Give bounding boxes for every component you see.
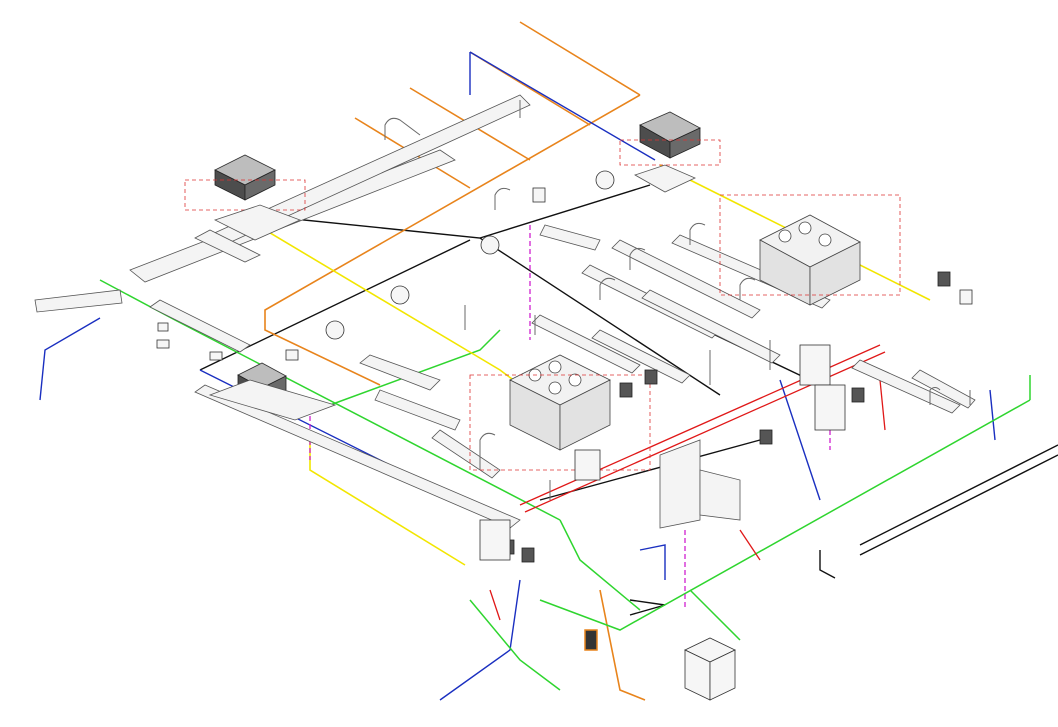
control-box xyxy=(532,187,546,203)
supply-duct xyxy=(374,389,461,431)
supports xyxy=(479,344,846,561)
pump-icon xyxy=(521,547,535,563)
exhaust-fan-icon xyxy=(390,285,410,305)
ahu-front xyxy=(669,127,701,159)
duct-support xyxy=(699,469,741,521)
chw-pipe xyxy=(439,579,521,701)
rtu-front xyxy=(559,379,611,451)
duct-support xyxy=(659,439,701,529)
hw-riser xyxy=(599,589,646,701)
rtu-clearance xyxy=(469,374,651,471)
chw-pipe xyxy=(639,544,666,580)
ahu-icon xyxy=(619,111,721,193)
exhaust-fan-icon xyxy=(595,170,615,190)
pump-icon xyxy=(644,369,658,385)
ref-pipe xyxy=(739,529,761,561)
rtu-front xyxy=(809,241,861,306)
duct-elbows xyxy=(384,100,971,500)
cd-pipe xyxy=(329,329,501,406)
elbow xyxy=(689,222,706,245)
cd-pipe xyxy=(689,589,741,641)
exhaust-fan-icon xyxy=(480,235,500,255)
fan-icon xyxy=(778,229,792,243)
cd-pipe xyxy=(99,279,561,521)
condensate-piping xyxy=(99,279,1031,691)
control-box xyxy=(285,349,299,361)
supply-duct xyxy=(591,329,691,384)
hw-pipe xyxy=(519,21,641,96)
ahu-base xyxy=(208,379,337,421)
ahu-base xyxy=(213,204,302,241)
roof-edge-line xyxy=(819,550,836,579)
ref-pipe xyxy=(489,589,501,621)
exhaust-fan-icon xyxy=(325,320,345,340)
supply-duct xyxy=(641,289,781,364)
fan-icon xyxy=(798,221,812,235)
control-box xyxy=(959,289,973,305)
elbow xyxy=(629,247,646,270)
chw-pipe xyxy=(779,379,821,501)
small-equipment xyxy=(156,187,973,651)
chw-pipe xyxy=(39,317,101,401)
ahu-front xyxy=(244,169,276,201)
tank-icon xyxy=(684,637,736,701)
ahu-base xyxy=(634,164,696,193)
equipment-curb xyxy=(574,449,601,481)
supply-duct xyxy=(149,299,251,353)
elbow xyxy=(929,387,941,405)
elbow xyxy=(384,117,421,140)
roof-edge-line xyxy=(479,184,651,239)
supply-duct xyxy=(359,354,441,391)
equipment-curb xyxy=(814,384,846,431)
supply-duct xyxy=(539,224,601,251)
ahu-icon xyxy=(208,362,337,421)
equipment-curb xyxy=(479,519,511,561)
elbow xyxy=(739,277,756,300)
roof-edge-line xyxy=(859,444,1058,546)
fan-icon xyxy=(818,233,832,247)
supply-duct xyxy=(611,239,761,319)
supply-duct xyxy=(911,369,976,409)
supply-duct xyxy=(194,229,261,263)
hot-water-piping xyxy=(264,21,646,701)
fan-icon xyxy=(568,373,582,387)
rtu-icon xyxy=(469,354,651,471)
exhaust-fans xyxy=(325,170,615,340)
fan-icon xyxy=(548,360,562,374)
chw-pipe xyxy=(989,389,996,441)
control-box xyxy=(157,322,169,332)
elbow xyxy=(494,187,511,210)
pump-icon xyxy=(851,387,865,403)
cd-pipe xyxy=(559,519,641,611)
rtu-icon xyxy=(719,194,901,306)
cd-pipe xyxy=(469,599,561,691)
ahu-clearance xyxy=(619,139,721,166)
chw-pipe xyxy=(469,51,656,161)
supply-duct xyxy=(851,359,961,414)
gas-pipe xyxy=(659,164,931,301)
ductwork xyxy=(34,94,976,529)
elbow xyxy=(599,277,616,300)
cd-pipe xyxy=(539,399,1031,631)
valve-icon xyxy=(584,629,598,651)
supply-duct xyxy=(129,149,456,283)
hw-main xyxy=(264,94,641,386)
fan-icon xyxy=(548,381,562,395)
control-box xyxy=(209,351,223,361)
elbow xyxy=(479,432,496,470)
roof-edge-line xyxy=(859,454,1058,556)
supply-duct xyxy=(34,289,123,313)
ref-pipe xyxy=(879,379,886,431)
pump-icon xyxy=(937,271,951,287)
ahu-icon xyxy=(184,154,306,241)
pump-icon xyxy=(759,429,773,445)
pump-icon xyxy=(619,382,633,398)
control-box xyxy=(156,339,170,349)
equipment-curb xyxy=(799,344,831,386)
tank-front xyxy=(709,649,736,701)
